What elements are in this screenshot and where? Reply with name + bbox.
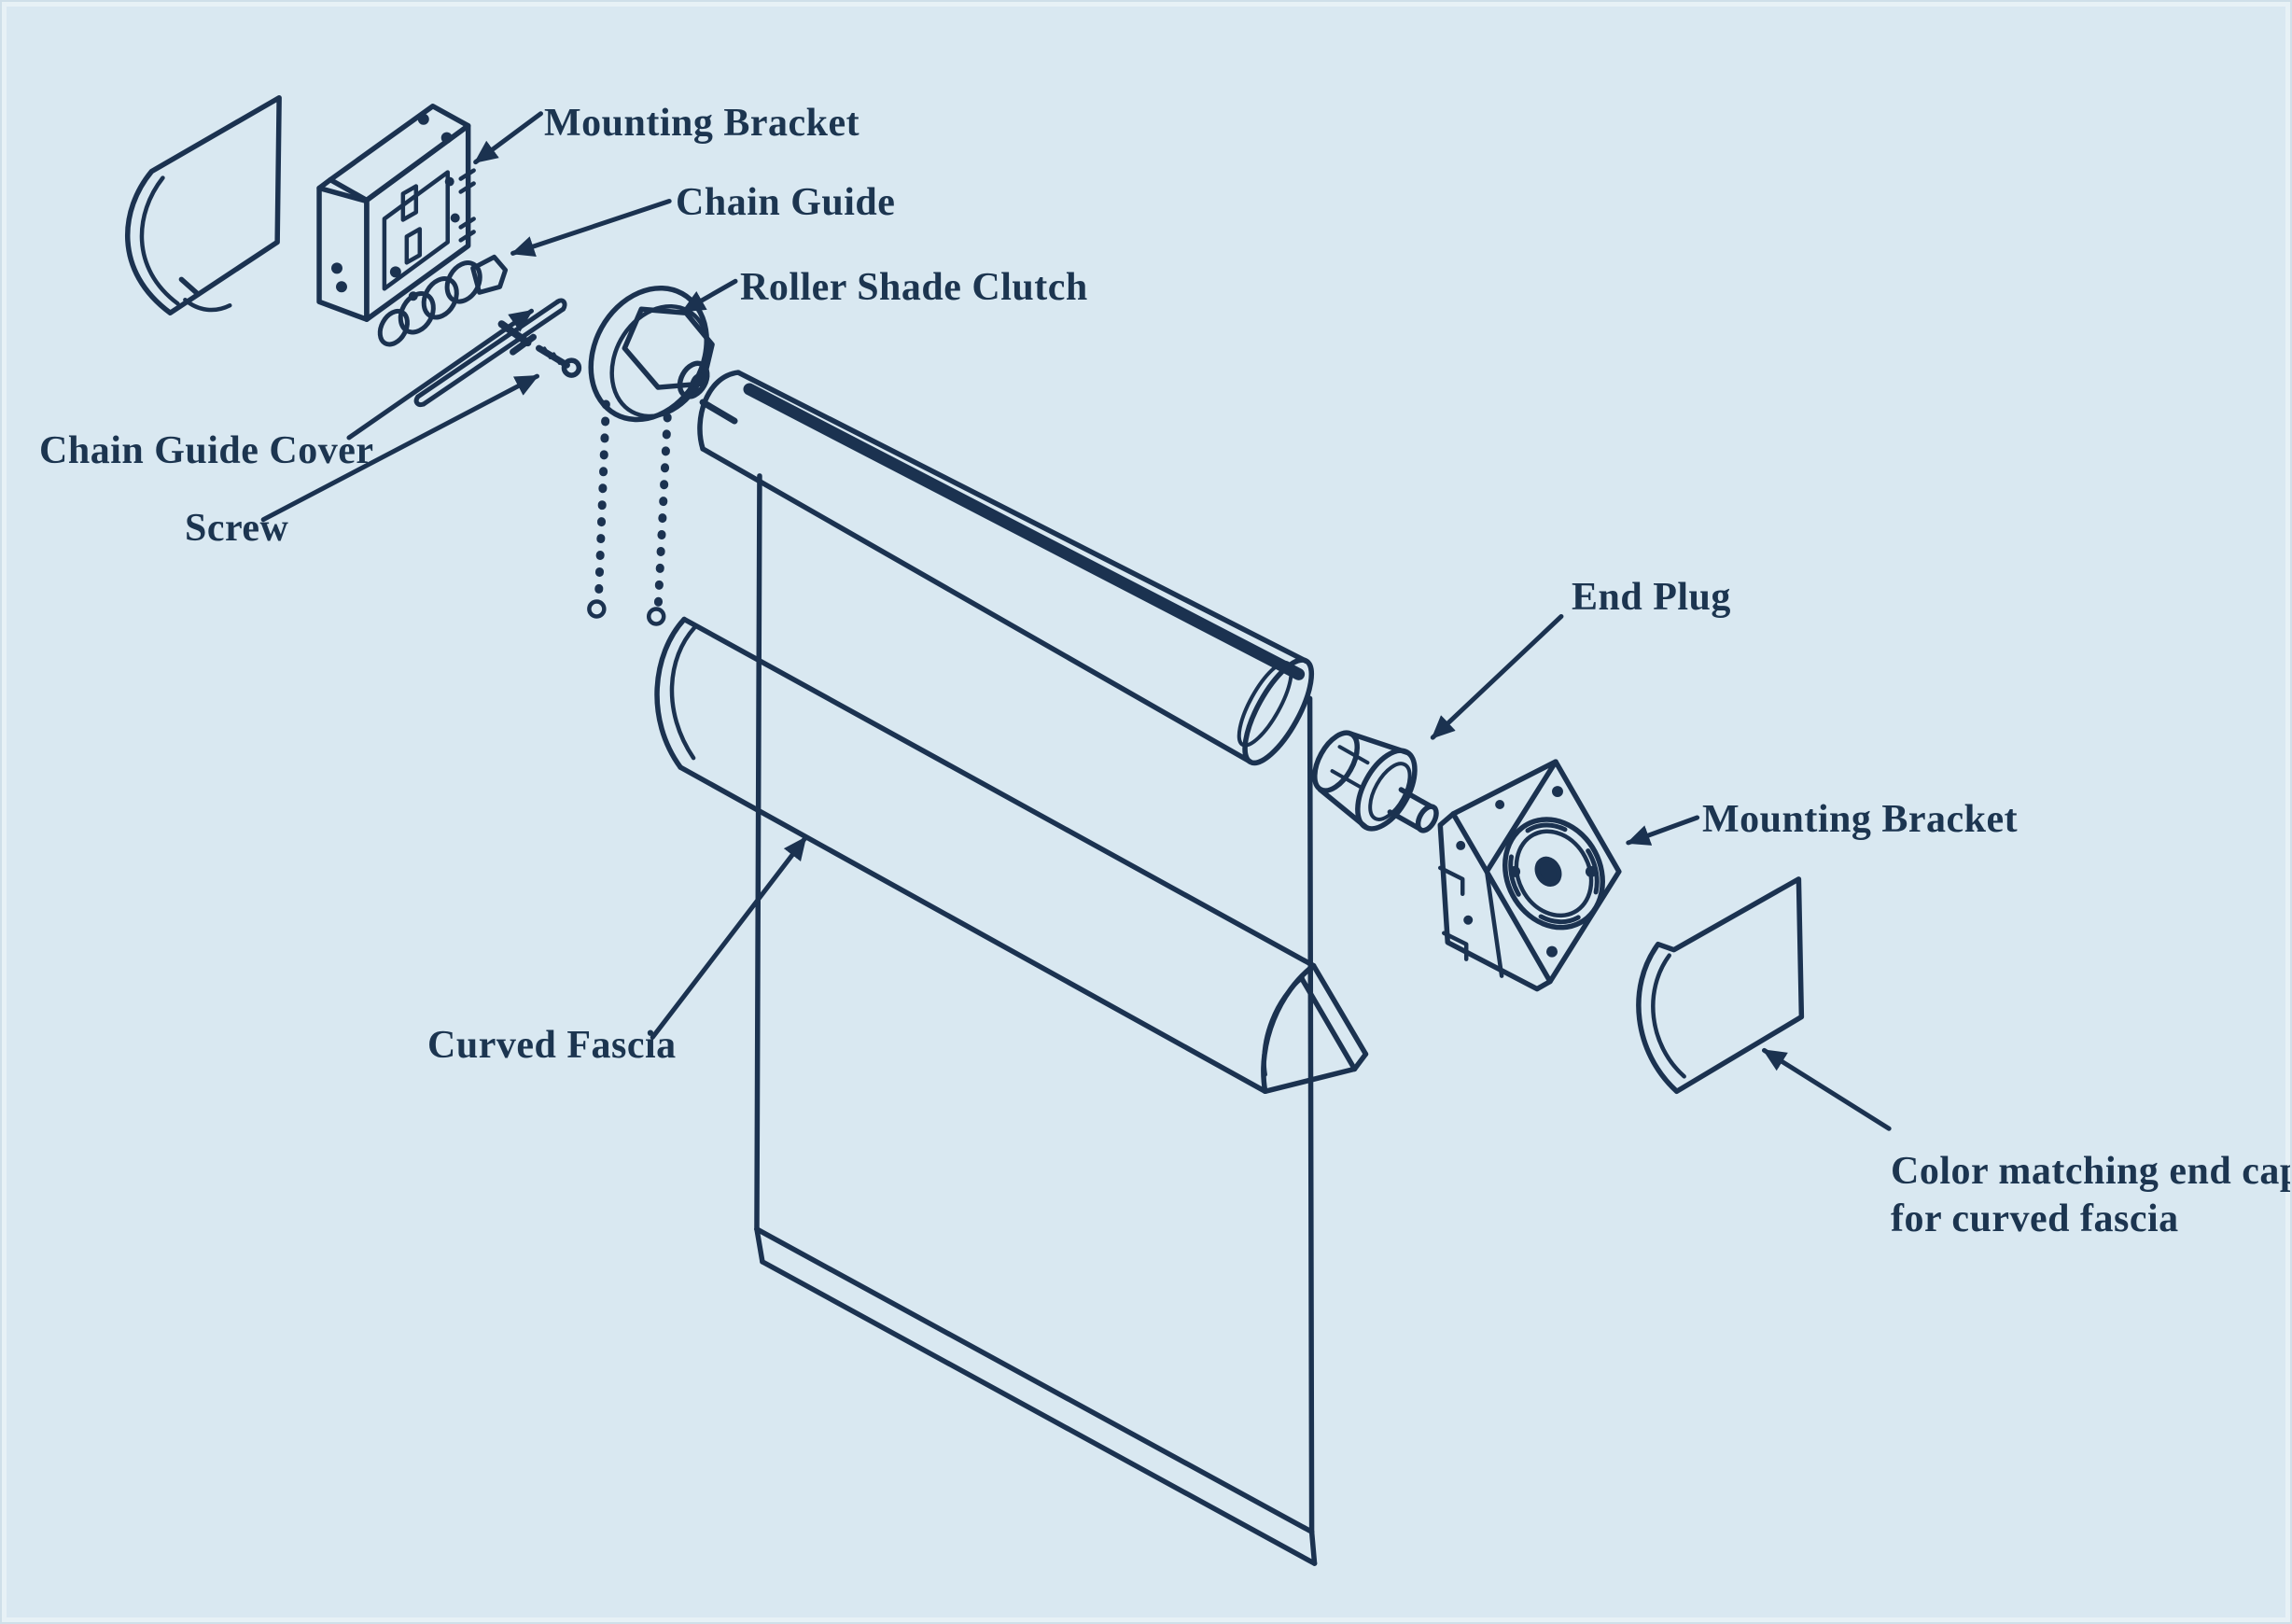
- arrow-screw: [260, 373, 539, 523]
- arrow-mounting-bracket-right: [1626, 815, 1700, 846]
- end-cap-right-drawing: [1636, 876, 1805, 1095]
- label-end-plug: End Plug: [1572, 576, 1731, 619]
- label-curved-fascia: Curved Fascia: [427, 1024, 677, 1067]
- label-color-matching-end-cap: Color matching end cap for curved fascia: [1891, 1148, 2292, 1243]
- roller-shade-clutch-drawing: [588, 285, 715, 423]
- label-color-matching-end-cap-line1: Color matching end cap: [1891, 1150, 2292, 1193]
- roller-tube-drawing: [697, 370, 1315, 766]
- arrow-chain-guide-cover: [346, 308, 535, 441]
- arrow-chain-guide: [510, 199, 672, 257]
- arrow-curved-fascia: [650, 835, 808, 1040]
- arrow-roller-shade-clutch: [680, 278, 738, 314]
- arrow-end-plug: [1430, 613, 1564, 740]
- label-mounting-bracket-right: Mounting Bracket: [1702, 798, 2019, 841]
- end-plug-drawing: [1312, 730, 1439, 833]
- screw-drawing: [536, 344, 738, 425]
- arrow-color-matching-end-cap: [1761, 1047, 1892, 1131]
- shade-fabric-drawing: [754, 473, 1318, 1566]
- chain-guide-drawing: [377, 254, 509, 347]
- mounting-bracket-right-drawing: [1437, 759, 1622, 992]
- arrow-mounting-bracket-left: [473, 111, 543, 165]
- mounting-bracket-left-drawing: [316, 103, 476, 322]
- leader-arrows: [260, 111, 1892, 1131]
- bead-chain-drawing: [587, 399, 672, 626]
- curved-fascia-drawing: [654, 616, 1369, 1095]
- label-roller-shade-clutch: Roller Shade Clutch: [740, 266, 1088, 309]
- label-color-matching-end-cap-line2: for curved fascia: [1891, 1197, 2179, 1241]
- end-cap-left-drawing: [125, 95, 282, 315]
- label-chain-guide: Chain Guide: [676, 181, 896, 224]
- label-mounting-bracket-left: Mounting Bracket: [544, 102, 860, 145]
- label-screw: Screw: [185, 507, 289, 550]
- label-chain-guide-cover: Chain Guide Cover: [39, 429, 374, 472]
